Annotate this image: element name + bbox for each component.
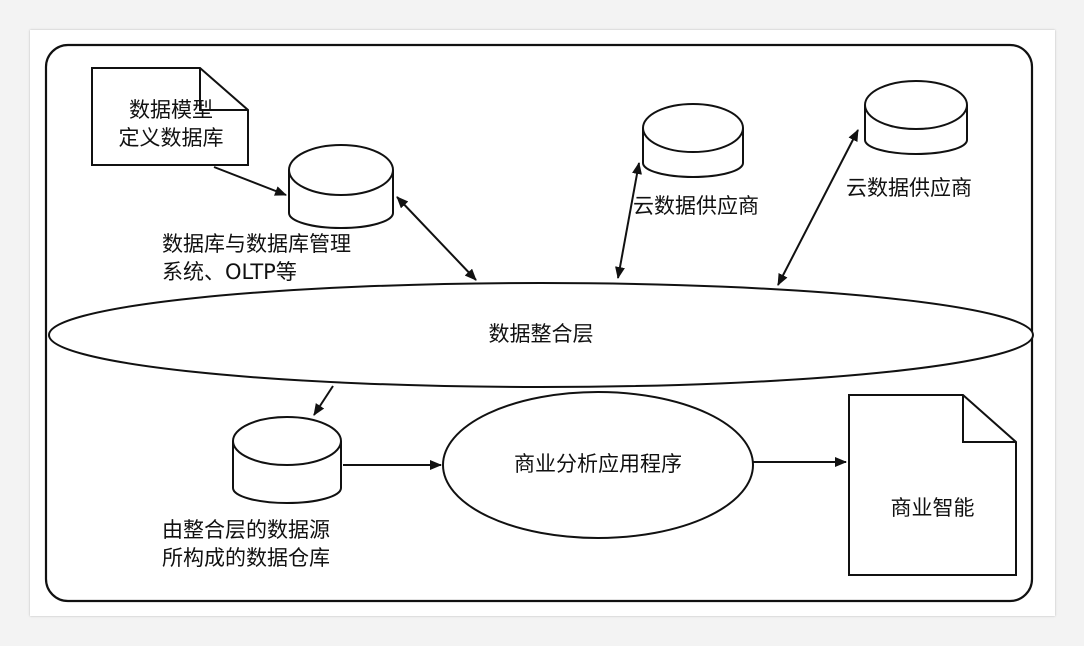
- bi-apps-ellipse: [442, 391, 754, 539]
- integration-layer-label: 数据整合层: [488, 322, 594, 346]
- database-icon: [642, 103, 744, 178]
- bi-label: 商业智能: [890, 496, 975, 520]
- cloud-provider-label-1: 云数据供应商: [633, 194, 759, 218]
- arrow: [777, 129, 859, 286]
- arrow: [615, 162, 642, 279]
- bi-apps-label: 商业分析应用程序: [514, 452, 682, 476]
- document-icon: [848, 394, 1017, 576]
- database-icon: [288, 144, 394, 229]
- database-icon: [864, 80, 968, 155]
- db-dbms-line1: 数据库与数据库管理: [162, 232, 351, 256]
- warehouse-line1: 由整合层的数据源: [162, 518, 330, 542]
- cloud-provider-label-2: 云数据供应商: [846, 176, 972, 200]
- db-dbms-line2: 系统、OLTP等: [162, 260, 297, 284]
- warehouse-line2: 所构成的数据仓库: [162, 546, 330, 570]
- document-icon: [91, 67, 249, 166]
- arrow: [396, 196, 477, 281]
- model-doc-line2: 定义数据库: [118, 126, 224, 150]
- warehouse-label: 由整合层的数据源 所构成的数据仓库: [162, 516, 330, 572]
- arrow: [313, 385, 334, 416]
- outer-frame: [44, 43, 1034, 603]
- model-doc-line1: 数据模型: [129, 98, 213, 122]
- integration-layer-ellipse: [48, 282, 1034, 388]
- model-doc-label: 数据模型 定义数据库: [100, 96, 242, 152]
- database-icon: [232, 416, 342, 504]
- arrow: [213, 166, 287, 196]
- db-dbms-label: 数据库与数据库管理 系统、OLTP等: [162, 230, 351, 286]
